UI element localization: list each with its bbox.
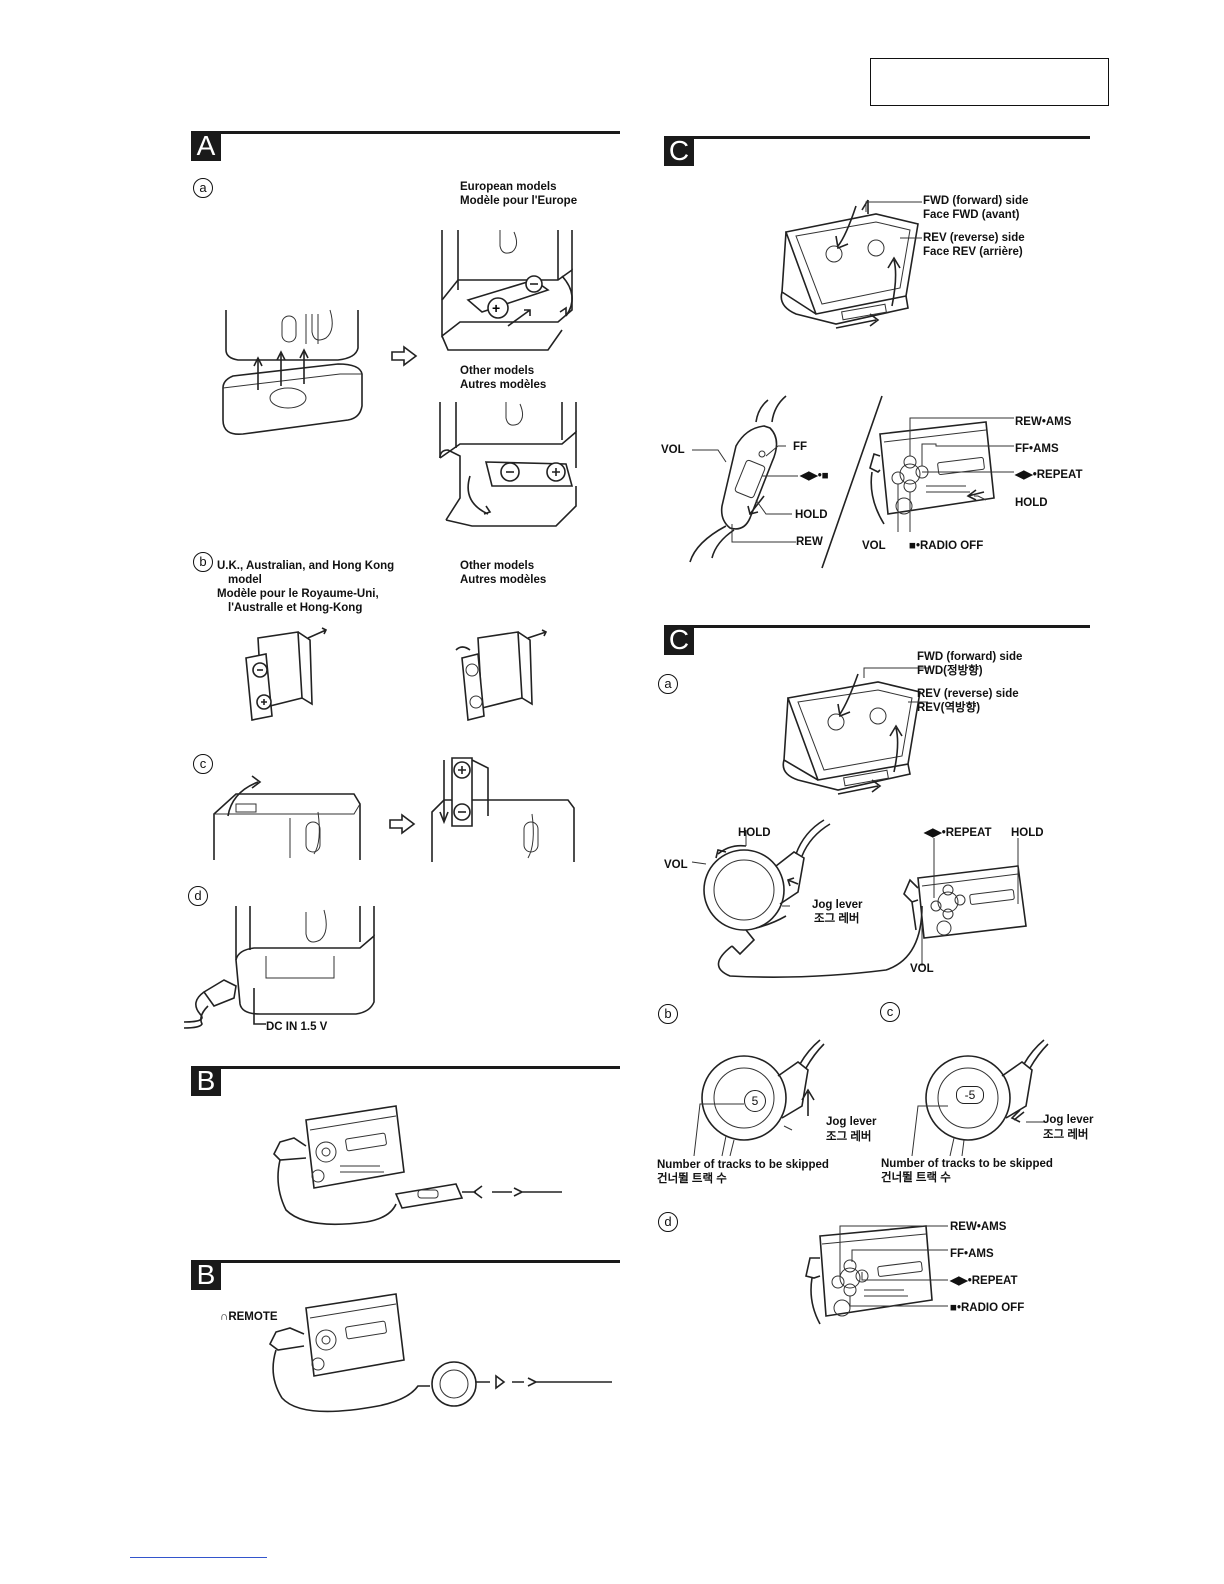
step-b-marker: b	[193, 552, 213, 572]
ff-ams-label-2: FF•AMS	[950, 1248, 994, 1260]
uk-model-label-fr: Modèle pour le Royaume-Uni,	[217, 588, 379, 600]
uk-battery-removal-illustration	[238, 628, 328, 722]
rev-side-label-2: REV (reverse) side	[917, 688, 1019, 700]
open-lid-illustration	[214, 776, 364, 860]
dc-in-illustration	[184, 906, 384, 1032]
vol-remote-label: VOL	[664, 859, 688, 871]
player-controls-illustration	[866, 414, 1016, 542]
remote-connection-illustration	[266, 1106, 562, 1232]
european-battery-insert-illustration: +	[438, 230, 578, 350]
jog-b-label-ko: 조그 레버	[826, 1131, 872, 1143]
rev-side-label-fr: Face REV (arrière)	[923, 246, 1023, 258]
section-c2-header: C	[664, 625, 694, 655]
footer-rule	[130, 1557, 267, 1558]
tracks-c-label-ko: 건너뛸 트랙 수	[881, 1172, 951, 1184]
step-d-marker: d	[188, 886, 208, 906]
page-number-box	[870, 58, 1109, 106]
rew-ams-label: REW•AMS	[1015, 416, 1072, 428]
repeat-label-2: ◀▶•REPEAT	[950, 1275, 1018, 1287]
tracks-c-label: Number of tracks to be skipped	[881, 1158, 1053, 1170]
rew-label: REW	[796, 536, 823, 548]
uk-model-label: U.K., Australian, and Hong Kong	[217, 560, 395, 572]
fwd-side-label: FWD (forward) side	[923, 195, 1029, 207]
step-a-marker: a	[193, 178, 213, 198]
section-b-rule	[221, 1066, 620, 1069]
radio-off-label: ■•RADIO OFF	[909, 540, 984, 552]
other-battery-removal-illustration	[448, 628, 548, 722]
european-models-label: European models	[460, 181, 557, 193]
jog-b-label: Jog lever	[826, 1116, 877, 1128]
hold-left-label: HOLD	[795, 509, 828, 521]
jog-lever-label-ko: 조그 레버	[814, 913, 860, 925]
stick-remote-illustration	[686, 392, 886, 562]
remote-jack-label: ∩REMOTE	[220, 1310, 278, 1324]
radio-off-label-2: ■•RADIO OFF	[950, 1302, 1025, 1314]
section-c-header: C	[664, 136, 694, 166]
dial-number-c: -5	[956, 1086, 984, 1104]
jog-c-label-ko: 조그 레버	[1043, 1129, 1089, 1141]
repeat-label: ◀▶•REPEAT	[1015, 469, 1083, 481]
other-models-label-fr: Autres modèles	[460, 379, 547, 391]
tracks-b-label-ko: 건너뛸 트랙 수	[657, 1173, 727, 1185]
fwd-side-label-fr: Face FWD (avant)	[923, 209, 1020, 221]
other-battery-insert-illustration	[436, 402, 586, 526]
remote-jack-text: REMOTE	[228, 1311, 278, 1323]
section-b2-header: B	[191, 1260, 221, 1290]
battery-case-attach-illustration	[218, 310, 378, 440]
other-models-label: Other models	[460, 365, 535, 377]
european-models-label-fr: Modèle pour l'Europe	[460, 195, 578, 207]
other-models-b-label-fr: Autres modèles	[460, 574, 547, 586]
arrow-right-icon-2	[388, 814, 416, 834]
step-c-marker: c	[193, 754, 213, 774]
arrow-right-icon	[390, 346, 418, 366]
other-models-b-label: Other models	[460, 560, 535, 572]
fwd-side-label-ko: FWD(정방향)	[917, 665, 983, 677]
jog-lever-label: Jog lever	[812, 899, 863, 911]
fwd-leader-lines	[862, 198, 922, 258]
uk-model-label-2: model	[228, 574, 262, 586]
jog-backward-illustration	[898, 1040, 1068, 1160]
hold-remote-label: HOLD	[738, 827, 771, 839]
hold-top-label: HOLD	[1011, 827, 1044, 839]
step-c2-d-marker: d	[658, 1212, 678, 1232]
jog-c-label: Jog lever	[1043, 1114, 1094, 1126]
vol-left-label: VOL	[661, 444, 685, 456]
insert-battery-illustration	[432, 756, 576, 862]
svg-text:+: +	[492, 300, 500, 316]
section-a-rule	[221, 131, 620, 134]
step-c2-a-marker: a	[658, 674, 678, 694]
round-remote-player-illustration	[686, 818, 1056, 988]
ff-ams-label: FF•AMS	[1015, 443, 1059, 455]
dc-in-label: DC IN 1.5 V	[266, 1021, 328, 1033]
headphone-icon: ∩	[220, 1311, 229, 1323]
fwd-side-label-2: FWD (forward) side	[917, 651, 1023, 663]
cassette-insert-illustration-2	[778, 668, 928, 800]
cassette-insert-illustration	[776, 196, 926, 336]
hold-right-label: HOLD	[1015, 497, 1048, 509]
step-c2-b-marker: b	[658, 1004, 678, 1024]
play-stop-label: ◀▶•■	[800, 470, 829, 482]
rev-side-label: REV (reverse) side	[923, 232, 1025, 244]
step-c2-c-marker: c	[880, 1002, 900, 1022]
section-a-header: A	[191, 131, 221, 161]
player-controls-illustration-2	[800, 1220, 950, 1346]
tracks-b-label: Number of tracks to be skipped	[657, 1159, 829, 1171]
repeat-top-label: ◀▶•REPEAT	[924, 827, 992, 839]
section-c2-rule	[694, 625, 1090, 628]
section-c-rule	[694, 136, 1090, 139]
uk-model-label-fr-2: l'Australle et Hong-Kong	[228, 602, 363, 614]
rew-ams-label-2: REW•AMS	[950, 1221, 1007, 1233]
ff-label: FF	[793, 441, 808, 453]
vol-bottom-label: VOL	[910, 963, 934, 975]
round-remote-connection-illustration	[258, 1294, 612, 1420]
dial-number-b: 5	[744, 1090, 766, 1112]
rev-side-label-ko: REV(역방향)	[917, 702, 981, 714]
section-b2-rule	[221, 1260, 620, 1263]
vol-right-label: VOL	[862, 540, 886, 552]
section-b-header: B	[191, 1066, 221, 1096]
